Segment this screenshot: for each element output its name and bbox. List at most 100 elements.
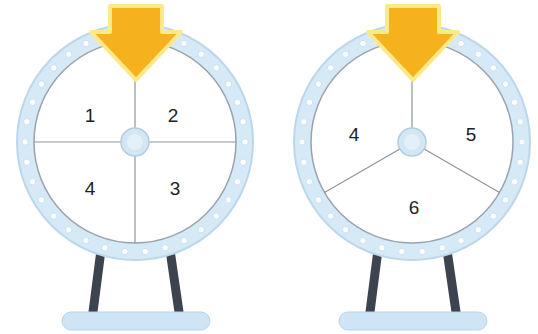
rim-light [419, 29, 425, 35]
rim-light [234, 179, 240, 185]
stand-leg [370, 250, 378, 312]
rim-light [181, 237, 187, 243]
wheel-face [33, 40, 237, 244]
rim-light [458, 237, 464, 243]
spinner-wheel: 4 5 6 [310, 40, 514, 244]
rim-light [83, 237, 89, 243]
sector-number: 5 [466, 125, 477, 144]
wheel-hub [121, 128, 149, 156]
rim-light [83, 40, 89, 46]
rim-light [439, 245, 445, 251]
sector-divider [34, 141, 135, 142]
rim-light [198, 227, 204, 233]
sector-divider [411, 41, 412, 142]
rim-light [122, 248, 128, 254]
rim-light [517, 119, 523, 125]
rim-light [301, 119, 307, 125]
sector-divider [412, 142, 499, 193]
rim-light [399, 248, 405, 254]
rim-light [142, 29, 148, 35]
rim-light [66, 227, 72, 233]
sector-number: 6 [409, 198, 420, 217]
rim-light [328, 213, 334, 219]
rim-light [360, 237, 366, 243]
stand-base [339, 312, 487, 330]
rim-light [29, 179, 35, 185]
rim-light [306, 179, 312, 185]
rim-light [519, 139, 525, 145]
rim-light [102, 33, 108, 39]
wheel-disk [311, 41, 513, 243]
sector-divider [135, 141, 236, 142]
sector-number: 4 [85, 179, 96, 198]
sector-number: 1 [85, 106, 96, 125]
wheel-disk [34, 41, 236, 243]
rim-light [419, 248, 425, 254]
rim-light [301, 159, 307, 165]
rim-light [502, 81, 508, 87]
rim-light [475, 51, 481, 57]
rim-light [299, 139, 305, 145]
sector-number: 2 [168, 106, 179, 125]
rim-lights [22, 29, 525, 254]
rim-light [38, 81, 44, 87]
rim-light [502, 197, 508, 203]
stand-leg [447, 250, 456, 312]
rim-light [198, 51, 204, 57]
rim-light [213, 213, 219, 219]
rim-light [240, 119, 246, 125]
rim-light [475, 227, 481, 233]
rim-light [142, 248, 148, 254]
rim-light [29, 99, 35, 105]
rim-light [360, 40, 366, 46]
rim-light [213, 65, 219, 71]
sector-divider [134, 142, 135, 243]
wheel-hub-cap [127, 134, 143, 150]
rim-light [234, 99, 240, 105]
rim-light [38, 197, 44, 203]
rim-light [24, 159, 30, 165]
wheel-rim [17, 24, 253, 260]
stand-leg [93, 250, 101, 312]
sector-number: 3 [170, 179, 181, 198]
rim-light [225, 81, 231, 87]
rim-light [181, 40, 187, 46]
rim-light [458, 40, 464, 46]
rim-light [379, 33, 385, 39]
rim-light [315, 81, 321, 87]
rim-light [306, 99, 312, 105]
rim-light [328, 65, 334, 71]
sector-divider [134, 41, 135, 142]
stand-leg [170, 250, 179, 312]
rim-light [343, 227, 349, 233]
rim-light [22, 139, 28, 145]
spinner-wheel: 1 2 4 3 [33, 40, 237, 244]
rim-light [517, 159, 523, 165]
rim-light [225, 197, 231, 203]
wheel-hub-cap [404, 134, 420, 150]
sector-divider [325, 142, 412, 193]
rim-light [240, 159, 246, 165]
rim-light [511, 99, 517, 105]
stand-base [62, 312, 210, 330]
rim-light [162, 245, 168, 251]
rim-light [51, 65, 57, 71]
rim-light [162, 33, 168, 39]
sector-number: 4 [349, 125, 360, 144]
wheel-hub [398, 128, 426, 156]
rim-light [511, 179, 517, 185]
rim-light [490, 65, 496, 71]
rim-light [66, 51, 72, 57]
wheel-rim [294, 24, 530, 260]
rim-light [490, 213, 496, 219]
rim-light [379, 245, 385, 251]
rim-light [439, 33, 445, 39]
rim-light [122, 29, 128, 35]
rim-light [24, 119, 30, 125]
rim-light [242, 139, 248, 145]
rim-light [399, 29, 405, 35]
rim-light [343, 51, 349, 57]
rim-light [51, 213, 57, 219]
rim-light [315, 197, 321, 203]
